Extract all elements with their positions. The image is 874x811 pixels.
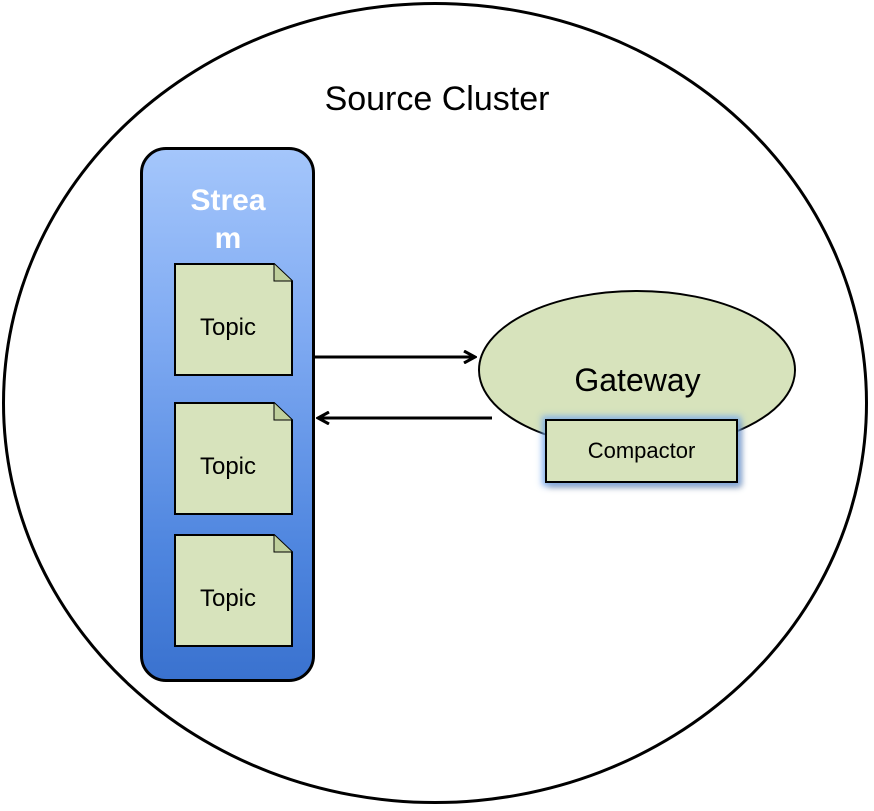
cluster-title: Source Cluster (324, 80, 550, 118)
gateway-label: Gateway (574, 362, 701, 398)
topic-label: Topic (199, 314, 257, 341)
stream-title: Stream (190, 184, 266, 255)
topic-label: Topic (199, 585, 257, 612)
topic-node: Topic (174, 534, 294, 647)
topic-node: Topic (174, 263, 294, 376)
topic-shape (174, 534, 293, 647)
topic-shape (174, 263, 293, 376)
compactor-box: Compactor (545, 419, 738, 483)
topic-shape (174, 402, 293, 515)
topic-label: Topic (199, 453, 257, 480)
source-cluster-boundary (2, 2, 868, 804)
topic-node: Topic (174, 402, 294, 515)
